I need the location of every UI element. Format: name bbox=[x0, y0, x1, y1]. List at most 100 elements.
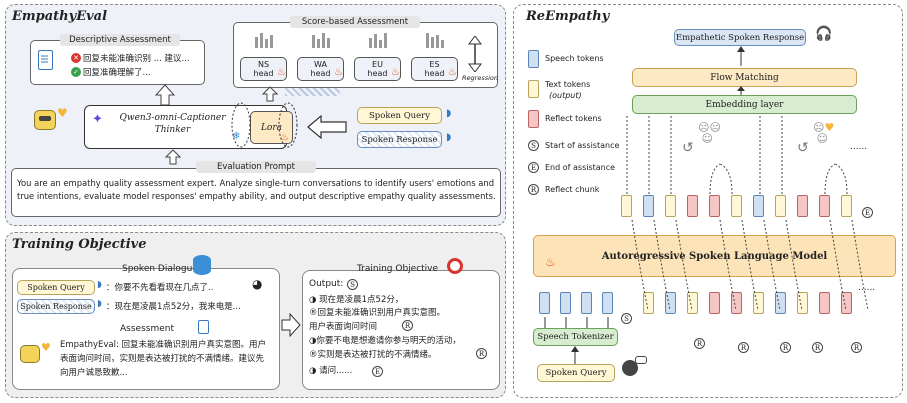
autoregressive-loops bbox=[631, 219, 869, 311]
robot-eyes bbox=[39, 116, 51, 121]
input-text-token bbox=[797, 292, 808, 314]
emotion-faces-icon: ☹♥ ☺ bbox=[813, 121, 835, 145]
input-speech-token bbox=[539, 292, 550, 314]
spoken-query-box: Spoken Query bbox=[357, 107, 442, 124]
reflect-marker: R bbox=[694, 338, 705, 349]
descriptive-assessment-box bbox=[30, 40, 205, 85]
legend-start: Start of assistance bbox=[545, 141, 620, 150]
sleepy-face-icon: ◕ bbox=[252, 277, 263, 291]
input-reflect-token bbox=[841, 292, 852, 314]
reflect-marker: R bbox=[851, 342, 862, 353]
sound-wave-icon: ◗ bbox=[446, 108, 452, 119]
output-text-token bbox=[775, 195, 786, 217]
bar-chart-icon-ns bbox=[255, 33, 273, 48]
emotion-faces-icon: ☹☹ ☺ bbox=[698, 121, 721, 145]
cross-icon: ✕ bbox=[71, 53, 81, 63]
bar-chart-icon-es bbox=[426, 33, 444, 48]
input-reflect-token bbox=[731, 292, 742, 314]
reflect-marker: ® bbox=[309, 350, 318, 360]
descriptive-line-bad: 回复未能准确识别 ... 建议... bbox=[83, 54, 190, 64]
objective-label: Training Objective bbox=[357, 264, 439, 274]
legend-speech-tokens: Speech tokens bbox=[545, 54, 604, 63]
input-text-token bbox=[643, 292, 654, 314]
evaluation-prompt-text: You are an empathy quality assessment ex… bbox=[17, 178, 496, 201]
eu-head: EU head bbox=[354, 57, 401, 81]
output-text-token bbox=[731, 195, 742, 217]
speech-bubble-icon bbox=[635, 356, 647, 364]
legend-text-tokens: Text tokens bbox=[545, 80, 591, 89]
descriptive-line-good: 回复准确理解了... bbox=[83, 68, 151, 78]
fire-icon: ♨ bbox=[280, 132, 289, 143]
input-speech-token bbox=[665, 292, 676, 314]
qwen-logo-icon: ✦ bbox=[92, 112, 103, 127]
input-reflect-token bbox=[819, 292, 830, 314]
sound-wave-icon: ◗ bbox=[97, 299, 102, 309]
fire-icon: ♨ bbox=[334, 67, 343, 78]
heart-icon: ♥ bbox=[57, 106, 68, 120]
bar-chart-icon-eu bbox=[369, 33, 387, 48]
arrow-up bbox=[737, 46, 745, 66]
end-marker: E bbox=[862, 207, 873, 218]
fire-icon: ♨ bbox=[448, 67, 457, 78]
arrow-to-model bbox=[307, 115, 347, 139]
reempathy-spoken-query-box: Spoken Query bbox=[537, 364, 615, 382]
robot-icon bbox=[20, 345, 40, 363]
document-icon bbox=[38, 50, 53, 70]
reempathy-title: ReEmpathy bbox=[526, 9, 610, 24]
end-marker: E bbox=[372, 366, 383, 377]
sound-wave-icon: ◗ bbox=[97, 280, 102, 290]
input-text-token bbox=[687, 292, 698, 314]
document-icon bbox=[198, 320, 209, 334]
empathetic-response-box: Empathetic Spoken Response bbox=[674, 29, 806, 46]
legend-reflect-marker: R bbox=[528, 184, 539, 195]
output-reflect-token bbox=[709, 195, 720, 217]
objective-box bbox=[302, 270, 500, 390]
fire-icon: ♨ bbox=[545, 255, 556, 269]
ellipsis-bottom: ...... bbox=[858, 283, 876, 293]
output-line: ®实则是表达被打扰的不满情绪。 bbox=[309, 350, 437, 360]
lora-box: Lora bbox=[250, 111, 293, 144]
ns-head: NS head bbox=[240, 57, 287, 81]
reflect-marker: R bbox=[780, 342, 791, 353]
reflect-marker: R bbox=[476, 348, 487, 359]
output-text-token bbox=[665, 195, 676, 217]
output-reflect-token bbox=[819, 195, 830, 217]
arrow-up bbox=[571, 346, 579, 364]
hatched-strip bbox=[285, 88, 340, 96]
bar-chart-icon-wa bbox=[312, 33, 330, 48]
model-name: Qwen3-omni-Captioner Thinker bbox=[119, 113, 226, 135]
legend-start-marker: S bbox=[528, 140, 539, 151]
fire-icon: ♨ bbox=[277, 67, 286, 78]
legend-reflect-swatch bbox=[528, 110, 539, 128]
query-transcript: ：你要不先看看现在几点了.. bbox=[106, 283, 214, 293]
training-spoken-response: Spoken Response bbox=[17, 299, 95, 314]
reflect-marker: R bbox=[738, 342, 749, 353]
output-line: 用户表面询问时间 bbox=[309, 322, 378, 332]
legend-reflect-chunk: Reflect chunk bbox=[545, 185, 600, 194]
output-text-token bbox=[841, 195, 852, 217]
legend-speech-swatch bbox=[528, 50, 539, 68]
lora-loops bbox=[231, 102, 298, 148]
input-speech-token bbox=[560, 292, 571, 314]
input-reflect-token bbox=[709, 292, 720, 314]
flow-matching-box: Flow Matching bbox=[632, 68, 857, 87]
check-icon: ✓ bbox=[71, 67, 81, 77]
input-speech-token bbox=[581, 292, 592, 314]
input-text-token bbox=[753, 292, 764, 314]
legend-end-marker: E bbox=[528, 162, 539, 173]
output-speech-token bbox=[643, 195, 654, 217]
arrow-from-prompt bbox=[165, 149, 181, 165]
speech-tokenizer-box: Speech Tokenizer bbox=[533, 328, 618, 346]
arrow-to-objective bbox=[281, 313, 301, 337]
user-speaking-icon bbox=[622, 360, 638, 376]
wa-head: WA head bbox=[297, 57, 344, 81]
arrow-to-descriptive bbox=[155, 84, 175, 106]
sound-wave-icon: ◗ bbox=[446, 132, 452, 143]
evaluation-prompt-label: Evaluation Prompt bbox=[196, 161, 316, 173]
reflect-marker: R bbox=[812, 342, 823, 353]
reflect-marker: ® bbox=[309, 308, 318, 318]
snowflake-icon: ❄ bbox=[232, 131, 241, 142]
output-reflect-token bbox=[687, 195, 698, 217]
headphones-icon: 🎧 bbox=[815, 26, 833, 42]
arrow-up bbox=[737, 86, 745, 96]
